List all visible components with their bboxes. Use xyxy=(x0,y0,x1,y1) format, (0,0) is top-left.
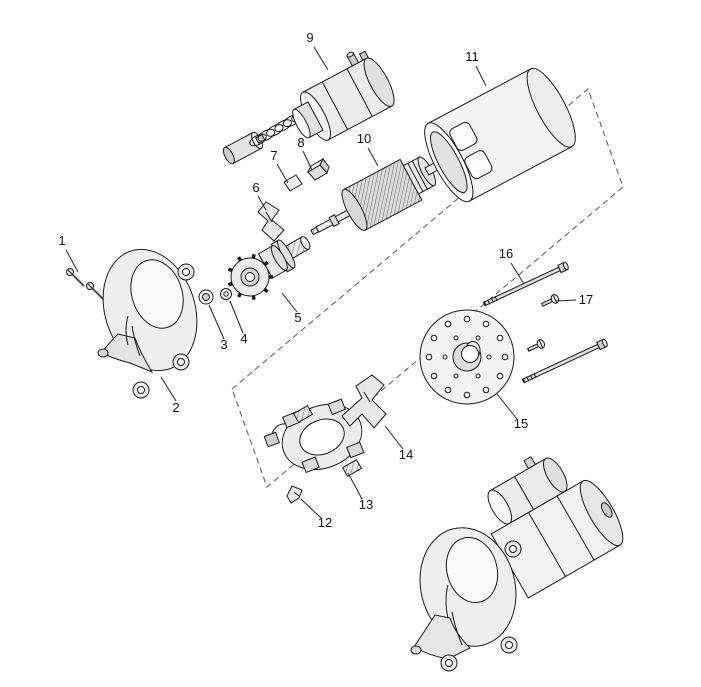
rubber-block-drawing xyxy=(306,157,330,181)
callout-4-leader xyxy=(229,300,244,334)
washer-drawing xyxy=(220,288,232,300)
callout-16: 16 xyxy=(499,246,525,285)
callout-8-leader xyxy=(302,150,313,171)
packing-drawing xyxy=(283,174,303,192)
callout-10-leader xyxy=(367,147,379,167)
callout-10-label: 10 xyxy=(357,131,371,146)
lever-fork-drawing xyxy=(341,374,387,429)
callout-16-label: 16 xyxy=(499,246,513,261)
callout-15-leader xyxy=(496,393,518,420)
armature-drawing xyxy=(310,156,446,236)
callout-14-label: 14 xyxy=(399,447,413,462)
callout-14: 14 xyxy=(384,425,413,462)
callout-6: 6 xyxy=(252,180,267,211)
callout-7: 7 xyxy=(270,148,289,184)
rear-bracket-drawing xyxy=(419,309,515,405)
callout-6-label: 6 xyxy=(252,180,259,195)
callout-1-leader xyxy=(65,249,79,273)
callout-11-leader xyxy=(475,65,487,87)
callout-1: 1 xyxy=(58,233,79,273)
callout-7-label: 7 xyxy=(270,148,277,163)
callout-9: 9 xyxy=(306,30,329,71)
callout-17-leader xyxy=(555,299,577,302)
front-bracket-drawing xyxy=(97,248,198,399)
callout-16-leader xyxy=(510,262,525,285)
screws-drawing xyxy=(526,294,560,352)
callout-10: 10 xyxy=(357,131,379,167)
callout-17: 17 xyxy=(555,292,593,307)
callout-3-label: 3 xyxy=(220,337,227,352)
clip-drawing xyxy=(286,485,303,504)
shift-lever-drawing xyxy=(257,201,285,242)
callout-9-label: 9 xyxy=(306,30,313,45)
yoke-drawing xyxy=(424,67,576,203)
callout-11: 11 xyxy=(465,49,487,87)
callout-9-leader xyxy=(313,46,329,71)
callout-8-label: 8 xyxy=(297,135,304,150)
callout-1-label: 1 xyxy=(58,233,65,248)
callout-12-leader xyxy=(300,498,322,519)
callout-8: 8 xyxy=(297,135,313,171)
callout-12: 12 xyxy=(300,498,332,530)
callout-4: 4 xyxy=(229,300,248,346)
callout-11-label: 11 xyxy=(465,49,479,64)
callout-5-leader xyxy=(281,292,298,313)
callout-7-leader xyxy=(276,163,289,184)
callout-17-label: 17 xyxy=(579,292,593,307)
through-bolts-drawing xyxy=(482,261,608,384)
o-ring-drawing xyxy=(198,289,214,305)
callout-2: 2 xyxy=(160,376,180,415)
callout-13: 13 xyxy=(347,472,373,512)
solenoid-drawing xyxy=(292,50,395,141)
callout-13-label: 13 xyxy=(359,497,373,512)
callout-14-leader xyxy=(384,425,404,450)
callout-13-leader xyxy=(347,472,363,500)
callout-4-label: 4 xyxy=(240,331,247,346)
callout-3: 3 xyxy=(208,304,228,352)
callout-6-leader xyxy=(257,195,267,211)
mounting-bolts-drawing xyxy=(66,268,106,302)
callout-5-label: 5 xyxy=(294,310,301,325)
callout-15: 15 xyxy=(496,393,528,431)
callout-12-label: 12 xyxy=(318,515,332,530)
callout-3-leader xyxy=(208,304,225,340)
callout-5: 5 xyxy=(281,292,302,325)
drive-pinion-drawing xyxy=(227,236,311,301)
brush-holder-drawing xyxy=(263,398,365,478)
assembled-starter-drawing xyxy=(410,456,624,672)
callout-2-label: 2 xyxy=(172,400,179,415)
callout-2-leader xyxy=(160,376,177,402)
callout-15-label: 15 xyxy=(514,416,528,431)
